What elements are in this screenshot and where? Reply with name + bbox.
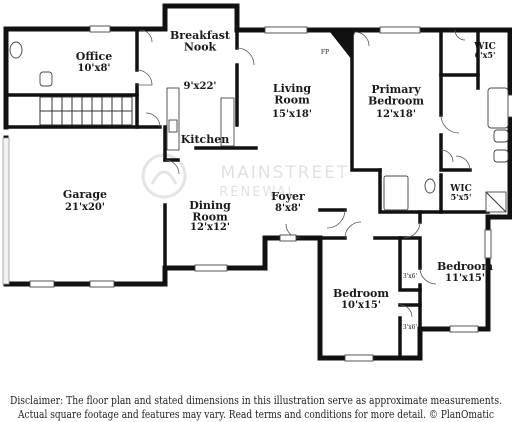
room-dims-bedroom-2: 11'x15' — [445, 273, 485, 284]
bathtub — [487, 87, 509, 129]
watermark-line2: RENEWAL — [219, 185, 296, 200]
fireplace-label: FP — [321, 49, 329, 56]
room-name-wic-1: WIC — [473, 42, 495, 52]
room-dims-bedroom-3: 10'x15' — [341, 300, 381, 311]
room-dims-garage: 21'x20' — [65, 202, 105, 213]
toilet — [424, 178, 436, 194]
window — [344, 354, 374, 362]
disclaimer: Disclaimer: The floor plan and stated di… — [10, 393, 502, 421]
room-name-kitchen: Kitchen — [181, 133, 230, 146]
room-dims-foyer: 8'x8' — [275, 203, 301, 214]
room-dims-wic-2: 5'x5' — [451, 192, 472, 202]
room-name-bedroom-2: Bedroom — [437, 260, 493, 273]
disclaimer-line-1: Disclaimer: The floor plan and stated di… — [10, 393, 502, 407]
toilet — [9, 41, 23, 59]
watermark: MAINSTREET RENEWAL — [141, 153, 350, 200]
interior-walls — [4, 27, 490, 360]
disclaimer-line-2: Actual square footage and features may v… — [17, 407, 494, 421]
bathtub — [383, 175, 409, 211]
window — [89, 280, 115, 288]
watermark-line1: MAINSTREET — [221, 163, 350, 183]
stairs — [39, 96, 133, 126]
room-dims-office: 10'x8' — [78, 63, 111, 74]
sink — [493, 129, 509, 143]
window — [379, 26, 421, 34]
window — [89, 25, 111, 33]
sink — [493, 149, 509, 163]
watermark-logo-mark — [150, 170, 178, 185]
window — [29, 280, 55, 288]
room-dims-dining-room: 12'x12' — [190, 222, 230, 233]
window — [264, 26, 308, 34]
window — [449, 325, 479, 333]
kitchen-fixtures — [166, 87, 235, 151]
room-dims-primary-bedroom: 12'x18' — [376, 109, 416, 120]
garage-door — [2, 137, 10, 285]
room-name-bedroom-3: Bedroom — [333, 287, 389, 300]
windows — [29, 25, 512, 362]
room-name-wic-2: WIC — [449, 184, 471, 194]
room-name-garage: Garage — [63, 188, 107, 201]
window — [194, 264, 228, 272]
room-dims-living-room: 15'x18' — [272, 109, 312, 120]
sink — [39, 71, 53, 87]
window — [484, 229, 492, 259]
room-name-foyer: Foyer — [271, 190, 305, 203]
room-name-office: Office — [76, 50, 113, 63]
closet-label: 3'x6' — [403, 324, 418, 331]
fireplace-icon — [330, 32, 352, 60]
room-dims-breakfast-nook: 9'x22' — [184, 81, 217, 92]
closet-label: 3'x6' — [403, 273, 418, 280]
room-dims-wic-1: 6'x5' — [475, 50, 496, 60]
bath-fixtures — [9, 41, 509, 213]
doors — [136, 29, 471, 318]
